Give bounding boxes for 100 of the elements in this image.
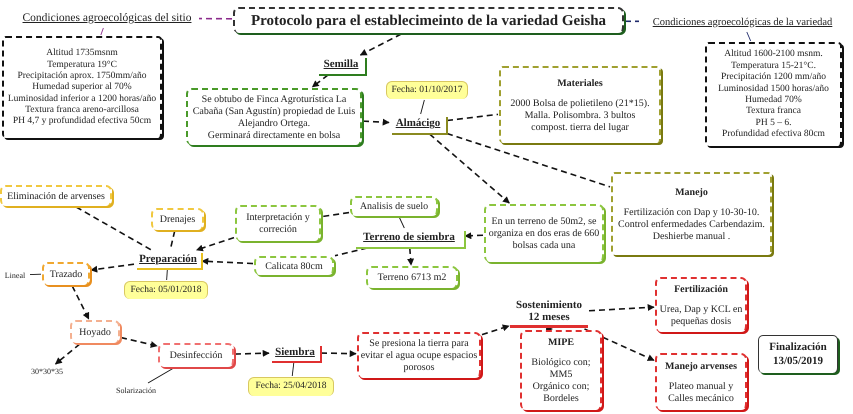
box-text: Germinará directamente en bolsa	[208, 130, 340, 142]
box-heading: MIPE	[548, 337, 574, 349]
box-text: Altitud 1600-2100 msnm.	[724, 49, 823, 61]
box-text: Almácigo	[396, 117, 440, 131]
arrow	[234, 350, 270, 357]
date-box	[124, 281, 208, 299]
info-box	[611, 172, 772, 255]
box-text: Deshierbe manual .	[652, 230, 730, 242]
leader-line	[398, 216, 405, 228]
box-text: Se obtubo de Finca Agroturística La Cabaña (San Agustín) propiedad de Luis Alejandro Ortega.	[192, 94, 356, 130]
box-text: Plateo manual y Calles mecánico	[667, 380, 735, 404]
arrow	[196, 236, 234, 252]
process-box	[158, 343, 234, 367]
date-box	[386, 81, 468, 99]
note-text: Solarización	[112, 384, 160, 396]
box-text: Semilla	[324, 58, 358, 72]
box-text: Humedad 70%	[745, 95, 802, 106]
connector-line	[625, 20, 639, 22]
process-box	[357, 332, 481, 378]
box-text: Profundidad efectiva 80cm	[722, 129, 825, 141]
box-heading: Manejo	[675, 186, 708, 198]
arrow	[120, 336, 158, 348]
box-text: PH 5 – 6.	[756, 118, 792, 129]
leader-line	[166, 268, 168, 280]
process-box	[151, 208, 204, 230]
box-text: PH 4,7 y profundidad efectiva 50cm	[12, 116, 152, 128]
process-box	[70, 320, 120, 343]
box-text: Control enfermedades Carbendazim.	[618, 218, 765, 230]
arrow	[588, 304, 655, 312]
box-heading: Manejo arvenses	[665, 360, 737, 372]
box-text: Textura franca	[746, 106, 801, 118]
box-text: Drenajes	[160, 214, 196, 226]
arrow	[482, 324, 510, 336]
arrow	[201, 258, 254, 265]
box-heading: Materiales	[557, 78, 603, 90]
box-text: Trazado	[50, 268, 82, 280]
box-text: Interpretación y correción	[245, 212, 311, 236]
process-box	[0, 185, 112, 206]
box-text: Siembra	[275, 346, 315, 360]
box-text: Precipitación aprox. 1750mm/año	[17, 70, 146, 82]
box-text: Fertilización con Dap y 10-30-10.	[624, 206, 760, 218]
box-text: Preparación	[139, 252, 197, 266]
box-text: Finalización 13/05/2019	[768, 341, 828, 368]
note-text: 30*30*35	[24, 365, 70, 377]
box-text: Luminosidad inferior a 1200 horas/año	[8, 94, 156, 105]
arrow	[362, 118, 390, 126]
process-box	[186, 88, 362, 145]
info-box	[655, 277, 747, 332]
connector-line	[334, 247, 368, 256]
box-text: Precipitación 1200 mm/año	[720, 72, 826, 84]
box-text: Temperatura 15-21°C.	[731, 60, 816, 72]
box-text: Desinfección	[170, 350, 222, 362]
box-text: Hoyado	[79, 326, 111, 338]
box-text: Analisis de suelo	[360, 201, 428, 213]
title-box	[233, 7, 624, 33]
box-text: Eliminación de arvenses	[7, 190, 105, 202]
leader-line	[420, 100, 425, 114]
box-text: Calicata 80cm	[265, 260, 323, 272]
arrow	[546, 328, 553, 330]
box-text: Protocolo para el establecimeinto de la variedad Geisha	[250, 12, 606, 30]
arrow	[360, 33, 402, 56]
process-box	[235, 205, 321, 241]
info-box	[2, 36, 162, 138]
box-text: Sostenimiento 12 meses	[515, 300, 583, 324]
box-text: Fecha: 05/01/2018	[130, 284, 202, 296]
leader-line	[148, 368, 174, 384]
box-text: 2000 Bolsa de polietileno (21*15).	[510, 98, 650, 110]
process-box	[350, 196, 438, 216]
info-box	[705, 42, 842, 146]
info-box	[520, 330, 602, 410]
leader-line	[30, 274, 42, 275]
process-box	[484, 204, 604, 262]
box-heading: Fertilización	[674, 284, 728, 296]
leader-line	[746, 32, 752, 42]
arrow	[312, 74, 328, 88]
box-text: Se presiona la tierra para evitar el agua ocupe espacios porosos	[360, 338, 478, 374]
box-text: Biológico con; MM5	[530, 357, 592, 381]
box-text: Terreno de siembra	[363, 231, 455, 245]
arrow	[90, 263, 134, 273]
connector-line	[322, 212, 350, 218]
box-text: Textura franca areno-arcillosa	[25, 105, 139, 116]
box-text: Fecha: 25/04/2018	[256, 381, 326, 393]
box-text: Altitud 1735msnm	[46, 48, 118, 60]
leader-line	[292, 362, 294, 376]
note-text: Lineal	[1, 269, 29, 281]
box-text: Malla. Polisombra. 3 bultos	[524, 110, 636, 122]
connector-line	[199, 18, 232, 20]
info-box	[655, 353, 747, 410]
arrow	[72, 286, 90, 320]
box-text: Terreno 6713 m2	[378, 272, 446, 284]
arrow	[407, 248, 414, 266]
info-box	[499, 66, 661, 143]
box-text: Urea, Dap y KCL en pequeñas dosis	[658, 304, 744, 328]
box-text: Orgánico con; Bordeles	[532, 381, 590, 405]
box-text: En un terreno de 50m2, se organiza en dos eras de 660 bolsas cada una	[488, 216, 600, 252]
arrow	[464, 232, 484, 240]
process-box	[254, 256, 334, 275]
box-text: Humedad superior al 70%	[32, 82, 132, 94]
box-text: Luminosidad 1500 horas/año	[718, 84, 829, 95]
box-text: Fecha: 01/10/2017	[392, 84, 462, 96]
